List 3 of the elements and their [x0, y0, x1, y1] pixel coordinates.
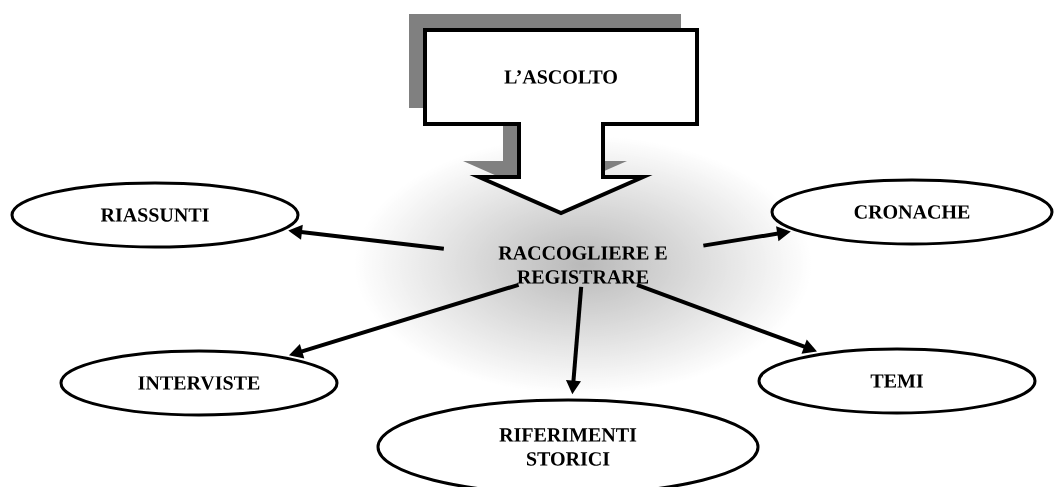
callout-box: L’ASCOLTO	[409, 14, 699, 126]
center-text: RACCOGLIERE E REGISTRARE	[498, 246, 667, 284]
block-arrow	[463, 120, 653, 216]
